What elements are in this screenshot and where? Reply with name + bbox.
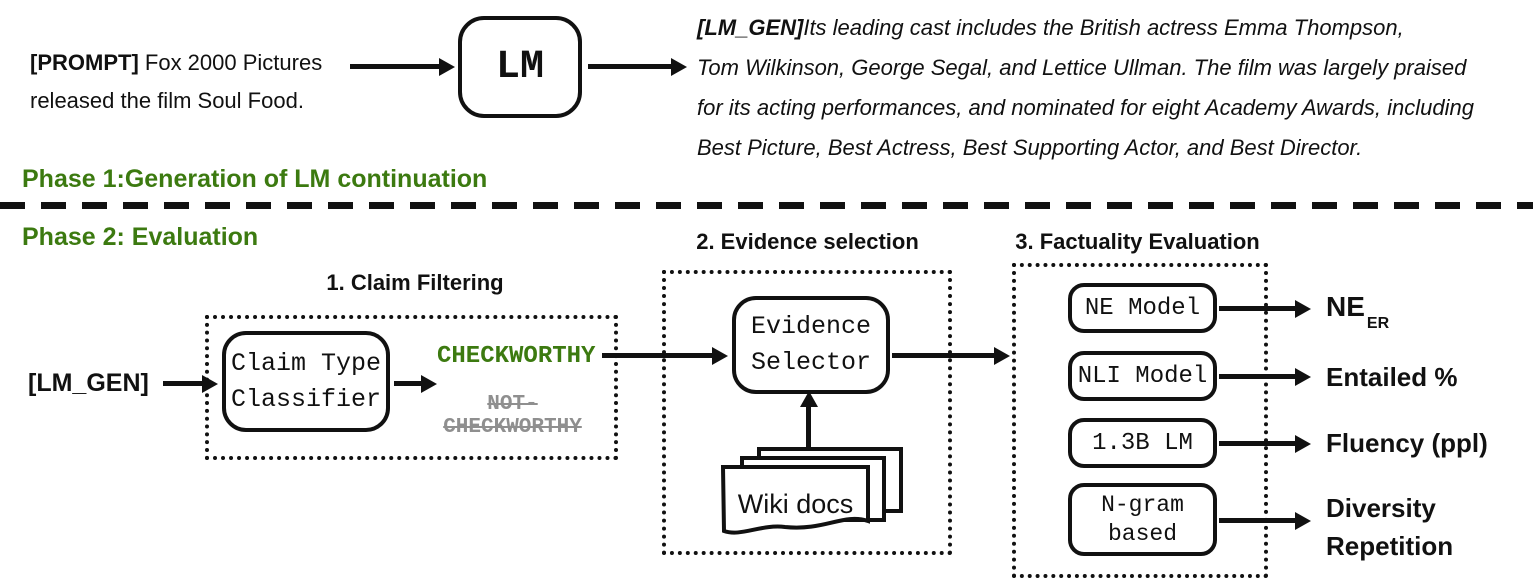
- not-checkworthy-label: NOT- CHECKWORTHY: [443, 393, 582, 439]
- arrow-nli-model: [1219, 374, 1296, 379]
- nli-model-box: NLI Model: [1068, 351, 1217, 401]
- arrow-ngram-based: [1219, 518, 1296, 523]
- arrow-lm-to-generation: [588, 64, 672, 69]
- diversity-repetition-metric-label: Diversity Repetition: [1326, 493, 1454, 561]
- wiki-docs-label: Wiki docs: [737, 489, 854, 519]
- phase-separator-line: [0, 202, 1533, 209]
- phase1-heading: Phase 1:Generation of LM continuation: [22, 165, 488, 193]
- generation-line-3: for its acting performances, and nominat…: [697, 95, 1474, 120]
- generation-line-2: Tom Wilkinson, George Segal, and Lettice…: [697, 55, 1467, 80]
- wiki-docs-icon: [720, 447, 903, 535]
- arrow-13b-lm: [1219, 441, 1296, 446]
- generation-line-4: Best Picture, Best Actress, Best Support…: [697, 135, 1363, 160]
- prompt-line-1: [PROMPT] Fox 2000 Pictures: [30, 50, 323, 75]
- arrow-lmgen-to-classifier: [163, 381, 203, 386]
- lm-box: LM: [458, 16, 582, 118]
- evidence-selection-box: [662, 270, 952, 555]
- lm-13b-box: 1.3B LM: [1068, 418, 1217, 468]
- ne-metric-subscript: ER: [1366, 315, 1390, 332]
- phase2-heading: Phase 2: Evaluation: [22, 223, 259, 251]
- claim-filtering-heading: 1. Claim Filtering: [326, 270, 504, 295]
- arrow-wikidocs-to-selector: [806, 405, 811, 453]
- arrow-prompt-to-lm: [350, 64, 440, 69]
- claim-type-classifier-box: Claim Type Classifier: [222, 331, 390, 432]
- factuality-evaluation-box: [1012, 263, 1268, 578]
- generation-line-1: [LM_GEN]Its leading cast includes the Br…: [697, 15, 1404, 40]
- generation-text: [LM_GEN]Its leading cast includes the Br…: [697, 8, 1474, 168]
- fluency-metric-label: Fluency (ppl): [1326, 428, 1488, 458]
- arrow-classifier-to-labels: [394, 381, 422, 386]
- arrow-ne-model: [1219, 306, 1296, 311]
- ne-metric-label: NEER: [1326, 291, 1390, 332]
- ne-model-box: NE Model: [1068, 283, 1217, 333]
- arrow-selector-to-factuality: [892, 353, 995, 358]
- ngram-based-box: N-gram based: [1068, 483, 1217, 556]
- prompt-line-2: released the film Soul Food.: [30, 88, 304, 113]
- arrow-checkworthy-to-selector: [602, 353, 713, 358]
- prompt-label: [PROMPT]: [30, 50, 139, 75]
- factuality-evaluation-heading: 3. Factuality Evaluation: [1015, 229, 1260, 254]
- entailed-metric-label: Entailed %: [1326, 362, 1458, 392]
- prompt-text: [PROMPT] Fox 2000 Pictures released the …: [30, 44, 322, 120]
- checkworthy-label: CHECKWORTHY: [437, 343, 596, 370]
- lm-gen-input-label: [LM_GEN]: [28, 369, 149, 397]
- evidence-selector-box: Evidence Selector: [732, 296, 890, 394]
- evidence-selection-heading: 2. Evidence selection: [696, 229, 919, 254]
- lm-gen-label: [LM_GEN]: [697, 15, 804, 40]
